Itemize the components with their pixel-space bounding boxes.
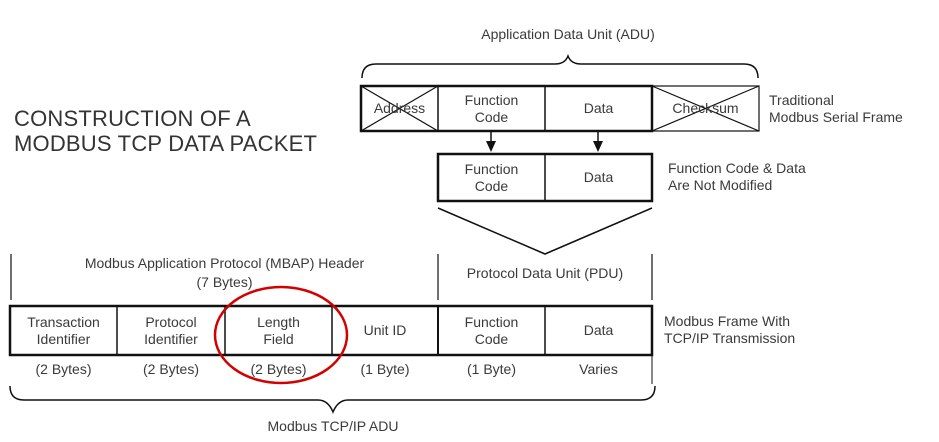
pdu-side-label-2: Are Not Modified xyxy=(668,177,773,193)
size-protocol-identifier: (2 Bytes) xyxy=(142,361,199,377)
field-label: Code xyxy=(474,177,509,194)
field-label: Length xyxy=(257,313,300,330)
field-label: Field xyxy=(263,330,294,347)
checksum-box xyxy=(651,85,760,132)
size-length-field: (2 Bytes) xyxy=(250,361,307,377)
field-label: Checksum xyxy=(672,100,739,116)
serial-frame-side-label-2: Modbus Serial Frame xyxy=(769,109,903,125)
tcp-field-unit-id: Unit ID xyxy=(332,306,438,355)
size-unit-id: (1 Byte) xyxy=(360,361,410,377)
field-label: Transaction xyxy=(27,313,100,330)
field-label: Identifier xyxy=(144,330,198,347)
tcp-adu-label: Modbus TCP/IP ADU xyxy=(267,418,399,434)
adu-label: Application Data Unit (ADU) xyxy=(481,26,655,42)
field-label: Address xyxy=(373,100,426,116)
field-label: Code xyxy=(474,108,509,125)
diagram-title-line2: MODBUS TCP DATA PACKET xyxy=(14,131,318,156)
tcp-field-data: Data xyxy=(545,306,652,355)
serial-field-data: Data xyxy=(545,86,652,131)
pdu-field-data: Data xyxy=(545,154,652,201)
field-label: Data xyxy=(583,100,614,116)
field-label: Protocol xyxy=(145,313,197,330)
serial-field-checksum: Checksum xyxy=(652,86,759,131)
adu-brace xyxy=(361,53,759,79)
field-label: Function xyxy=(464,91,519,108)
mbap-header-size: (7 Bytes) xyxy=(196,274,253,290)
tcp-frame-side-label-2: TCP/IP Transmission xyxy=(664,330,796,346)
field-label: Identifier xyxy=(36,330,91,347)
field-label: Function xyxy=(464,160,519,177)
pdu-header-label: Protocol Data Unit (PDU) xyxy=(466,265,624,281)
field-label: Code xyxy=(474,330,509,347)
tcp-frame-box xyxy=(8,304,654,357)
tcp-frame-side-label-1: Modbus Frame With xyxy=(664,313,791,329)
field-label: Data xyxy=(583,169,614,185)
serial-frame-side-label-1: Traditional xyxy=(769,92,834,108)
size-transaction-identifier: (2 Bytes) xyxy=(35,361,92,377)
arrow-down-icon xyxy=(593,141,603,152)
pdu-side-label-1: Function Code & Data xyxy=(668,160,806,176)
highlight-ellipse xyxy=(213,285,349,385)
expand-chevron xyxy=(437,207,653,255)
serial-field-address: Address xyxy=(361,86,438,131)
field-label: Function xyxy=(464,313,519,330)
size-function-code: (1 Byte) xyxy=(466,361,516,377)
field-label: Unit ID xyxy=(363,322,407,338)
arrow-down-icon xyxy=(486,141,496,152)
diagram-title-line1: CONSTRUCTION OF A xyxy=(14,106,251,131)
mbap-header-label: Modbus Application Protocol (MBAP) Heade… xyxy=(84,255,365,271)
tcp-adu-brace xyxy=(9,385,656,414)
size-data: Varies xyxy=(579,361,618,377)
field-label: Data xyxy=(583,322,614,338)
